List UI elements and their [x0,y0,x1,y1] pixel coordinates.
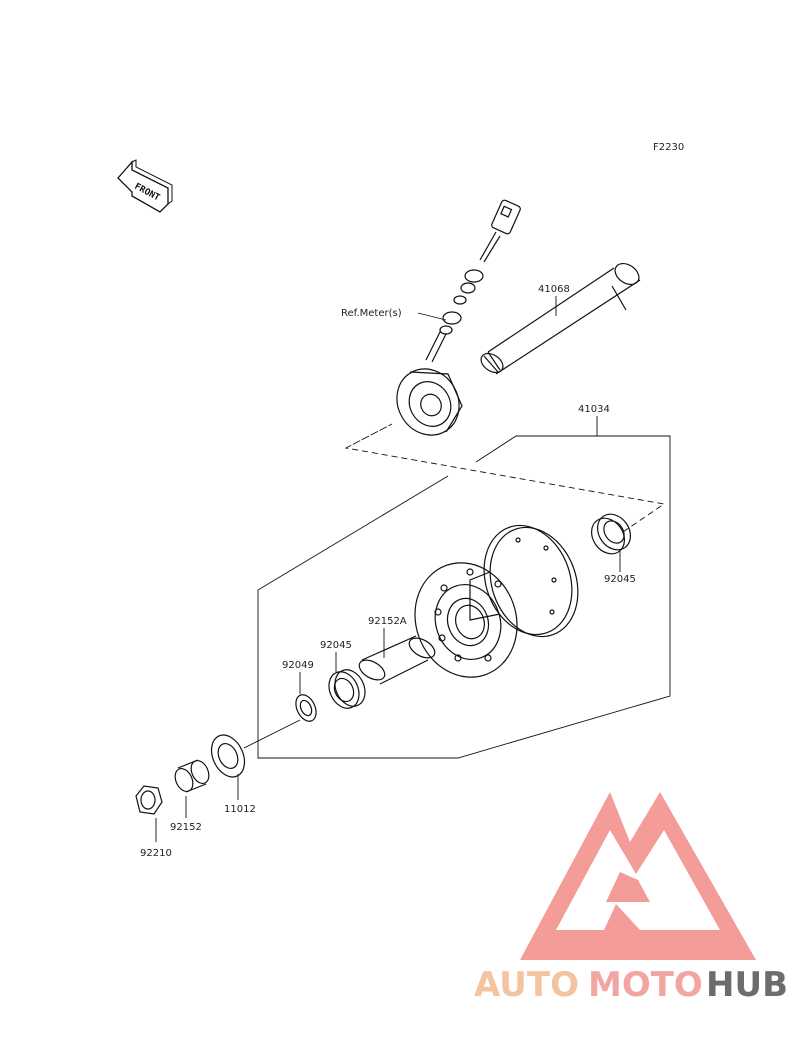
label-92049: 92049 [282,660,314,671]
automotohub-logo-icon [520,792,756,960]
label-41034: 41034 [578,404,610,415]
label-92210: 92210 [140,848,172,859]
collar-92152A [358,635,436,685]
hub-assembly-frame [257,435,671,759]
label-92152A: 92152A [368,616,407,627]
oil-seal-92049 [295,694,317,722]
ref-meter-label: Ref.Meter(s) [341,308,402,319]
watermark-hub: HUB [706,965,788,1005]
watermark-auto: AUTO [474,965,579,1005]
collar-92152 [174,759,210,793]
ref-meter-leader [417,312,447,321]
label-92045-right: 92045 [604,574,636,585]
label-41068: 41068 [538,284,570,295]
front-arrow-icon: FRONT [117,159,173,213]
washer-11012 [210,734,246,778]
figure-code: F2230 [653,142,684,153]
label-92045-left: 92045 [320,640,352,651]
nut-92210 [135,785,163,815]
axle-41068 [480,262,641,375]
axle-centerline [344,423,666,535]
bearing-left-92045 [328,669,366,709]
label-92152: 92152 [170,822,202,833]
bearing-right-92045 [590,513,632,555]
watermark-moto: MOTO [588,965,703,1005]
meter-sensor-assembly [396,199,521,436]
washer-axis-line [243,719,301,749]
wheel-hub [414,524,579,678]
label-11012: 11012 [224,804,256,815]
